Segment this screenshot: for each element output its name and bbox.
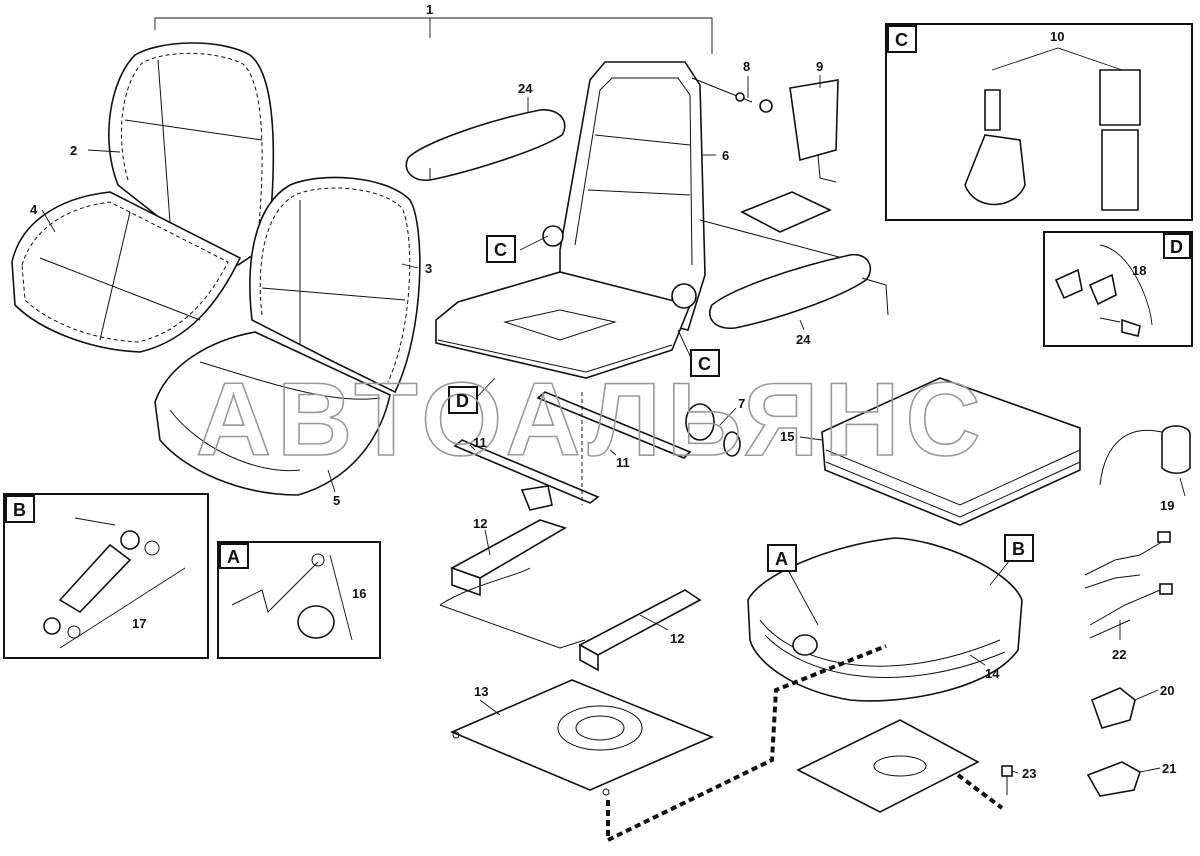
callout-14: 14: [985, 666, 1000, 681]
tag-c-main1-box: [486, 235, 516, 263]
tag-b-main-box: [1004, 534, 1034, 562]
callout-17: 17: [132, 616, 146, 631]
callout-12b: 12: [670, 631, 684, 646]
switch-21: [1086, 761, 1141, 797]
label-plates: [740, 79, 839, 233]
switch-20: [1090, 687, 1136, 729]
callout-18: 18: [1132, 263, 1146, 278]
tag-c-frame: C: [895, 30, 908, 50]
callout-2: 2: [70, 143, 77, 158]
detail-box-a: [217, 541, 381, 659]
callout-11b: 11: [616, 455, 630, 470]
slide-rail-upper: [450, 519, 567, 597]
detail-box-b: [3, 493, 209, 659]
callout-1: 1: [426, 2, 433, 17]
detail-box-c: [885, 23, 1193, 221]
callout-7: 7: [738, 396, 745, 411]
adjust-knob: [685, 403, 741, 457]
callout-8: 8: [743, 59, 750, 74]
tag-d-frame: D: [1170, 237, 1183, 257]
seat-upholstery: [154, 331, 391, 496]
wiring-harness: [1084, 531, 1173, 639]
callout-15: 15: [780, 429, 794, 444]
watermark: АВТОАЛЬЯНС: [196, 362, 987, 478]
callout-4: 4: [30, 202, 38, 217]
callout-21: 21: [1162, 761, 1176, 776]
tag-d-main-box: [448, 386, 478, 414]
detail-box-d: [1043, 231, 1193, 347]
bolt-assembly: [691, 77, 773, 113]
callout-23: 23: [1022, 766, 1036, 781]
leader-lines: [41, 75, 1186, 774]
callout-12a: 12: [473, 516, 487, 531]
dashed-hose: [606, 644, 1004, 844]
callout-24a: 24: [518, 81, 533, 96]
base-plate: [449, 679, 715, 796]
callout-22: 22: [1112, 647, 1126, 662]
callout-6: 6: [722, 148, 729, 163]
callout-11a: 11: [473, 435, 487, 450]
slide-rail-lower: [439, 567, 702, 672]
tag-a-main: A: [775, 549, 788, 569]
seat-frame: [435, 61, 851, 379]
tag-c-main2: C: [698, 354, 711, 374]
tag-c-main2-box: [690, 349, 720, 377]
tag-b-main: B: [1012, 539, 1025, 559]
callout-20: 20: [1160, 683, 1174, 698]
seat-cushion: [821, 377, 1081, 526]
armrest-right: [709, 253, 889, 329]
backrest-upholstery: [249, 176, 421, 394]
tag-c-main1: C: [494, 240, 507, 260]
tag-a-frame: A: [227, 547, 240, 567]
cable-plug: [1099, 425, 1191, 486]
seat-cover: [11, 191, 242, 353]
callout-19: 19: [1160, 498, 1174, 513]
screw-23: [1001, 765, 1013, 795]
callout-3: 3: [425, 261, 432, 276]
callout-5: 5: [333, 493, 340, 508]
callout-16: 16: [352, 586, 366, 601]
mounting-brackets: [453, 391, 692, 511]
callout-10: 10: [1050, 29, 1064, 44]
tag-b-frame: B: [13, 500, 26, 520]
tag-a-main-box: [767, 544, 797, 572]
callout-24b: 24: [796, 332, 811, 347]
lower-bracket: [796, 719, 980, 813]
armrest-left: [405, 109, 566, 181]
suspension-unit: [747, 537, 1023, 702]
callout-1-bracket: [154, 17, 713, 54]
callout-13: 13: [474, 684, 488, 699]
backrest-cover: [108, 42, 275, 266]
tag-d-main: D: [456, 391, 469, 411]
callout-9: 9: [816, 59, 823, 74]
